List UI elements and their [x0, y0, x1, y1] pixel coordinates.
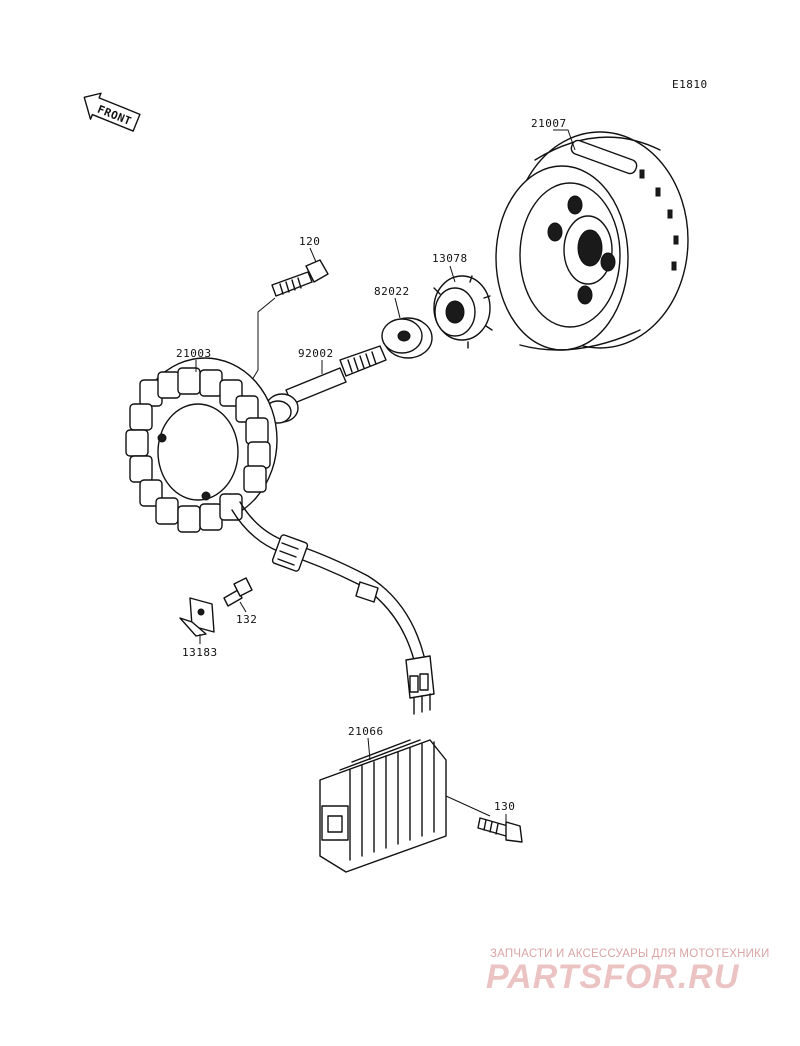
part-number-132: 132 — [236, 613, 257, 626]
front-arrow-icon: FRONT — [83, 92, 141, 132]
leader-120 — [309, 247, 317, 263]
gear-13078-part — [433, 275, 493, 349]
bolt-130-part — [477, 817, 523, 843]
regulator-21066-part — [319, 739, 447, 873]
flywheel-part — [495, 131, 689, 351]
bracket-13183-part — [179, 597, 215, 637]
part-number-21003: 21003 — [176, 347, 212, 360]
part-number-13078: 13078 — [432, 252, 468, 265]
leader-13078 — [449, 265, 456, 283]
wire-harness-part — [231, 501, 435, 715]
part-number-82022: 82022 — [374, 285, 410, 298]
diagram-code: E1810 — [672, 78, 708, 91]
stator-21003-part — [125, 357, 278, 533]
part-number-92002: 92002 — [298, 347, 334, 360]
bolt-132-part — [223, 577, 253, 607]
part-number-130: 130 — [494, 800, 515, 813]
part-number-13183: 13183 — [182, 646, 218, 659]
leader-120-stator — [251, 297, 276, 381]
washer-82022-part — [381, 317, 433, 359]
bolt-120-part — [271, 259, 329, 297]
leader-132 — [239, 601, 247, 613]
leader-21007 — [553, 129, 576, 151]
leader-82022 — [394, 297, 401, 319]
part-number-120: 120 — [299, 235, 320, 248]
leader-21066 — [367, 737, 371, 761]
watermark-brand-logo: PARTSFOR.RU — [486, 958, 740, 996]
part-number-21007: 21007 — [531, 117, 567, 130]
watermark-tagline: ЗАПЧАСТИ И АКСЕССУАРЫ ДЛЯ МОТОТЕХНИКИ — [490, 948, 770, 960]
part-number-21066: 21066 — [348, 725, 384, 738]
leader-130 — [445, 795, 491, 817]
